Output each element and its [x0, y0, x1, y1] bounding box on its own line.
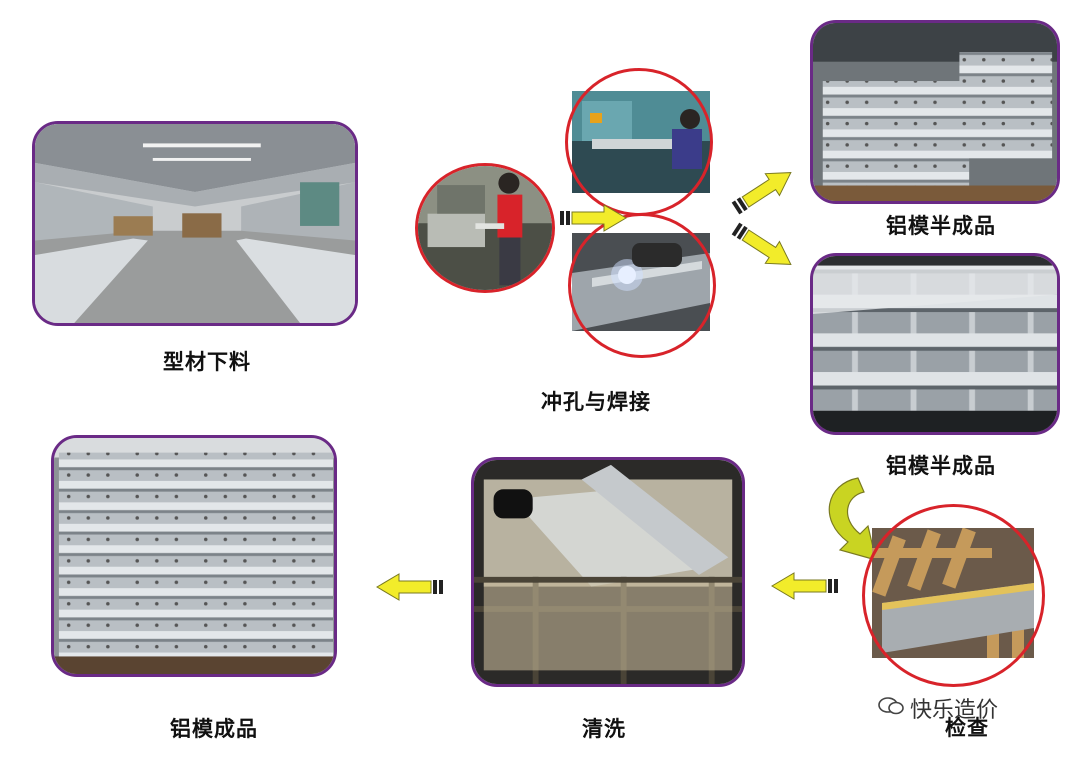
- step-label-semi-2: 铝模半成品: [886, 454, 996, 478]
- punch-highlight-circle: [565, 68, 713, 216]
- punching-worker-photo: [415, 163, 555, 293]
- step-label-semi-1: 铝模半成品: [886, 214, 996, 238]
- step-label-finished: 铝模成品: [170, 717, 258, 741]
- step-label-cutting: 型材下料: [163, 350, 251, 374]
- arrow-left-icon: [771, 572, 838, 600]
- semi-finished-photo-frame-1: [810, 20, 1060, 204]
- finished-photo-frame: [51, 435, 337, 677]
- watermark-text: 快乐造价: [910, 698, 999, 723]
- cleaning-photo-frame: [471, 457, 745, 687]
- step-label-clean: 清洗: [582, 717, 626, 741]
- arrow-down-right-icon: [731, 222, 792, 265]
- semi-finished-photo-frame-2: [810, 253, 1060, 435]
- step-label-inspect: 检查: [945, 716, 989, 740]
- wechat-icon: [878, 696, 904, 716]
- step-label-punch-weld: 冲孔与焊接: [541, 390, 651, 414]
- inspection-highlight-circle: [862, 504, 1045, 687]
- cutting-photo-frame: [32, 121, 358, 326]
- curved-arrow-down-icon: [828, 477, 877, 561]
- arrow-right-icon: [560, 204, 627, 232]
- weld-highlight-circle: [568, 213, 716, 358]
- arrow-up-right-icon: [731, 172, 792, 215]
- warehouse-image: [35, 124, 355, 323]
- arrow-left-icon-2: [376, 573, 443, 601]
